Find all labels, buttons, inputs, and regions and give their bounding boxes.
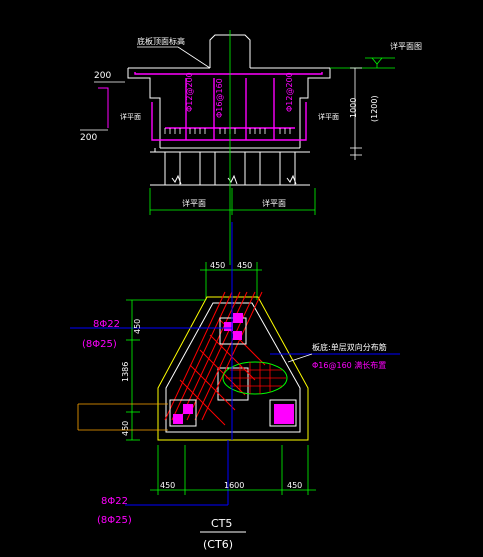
plan-bottom-dim (150, 445, 316, 495)
section-height-dim-1: 1000 (349, 98, 358, 118)
section-view: 底板顶面标高 详平面图 200 200 Φ12@200 Φ16@160 Φ12@… (80, 30, 422, 265)
plan-bottom-dim-right: 450 (287, 481, 302, 490)
pile-bottom-left (169, 399, 197, 427)
pile-top (219, 313, 247, 345)
plan-rebar-bottom-1: 8Φ22 (101, 496, 128, 507)
section-label-inner-left: 详平面 (120, 112, 141, 121)
plan-rebar-bottom-2: (8Φ25) (97, 515, 132, 526)
plan-rebar-top-1: 8Φ22 (93, 319, 120, 330)
plan-view: 450 450 (70, 222, 400, 551)
plan-top-dim-left: 450 (210, 261, 225, 270)
section-label-inner-right: 详平面 (318, 112, 339, 121)
column-outline (217, 367, 249, 401)
pile-bottom-right (269, 399, 297, 427)
rebar-callout-bracket (77, 403, 168, 431)
section-rebar-left: Φ12@200 (185, 72, 194, 112)
section-rebar-ticks (164, 128, 291, 134)
plan-rebar-top-2: (8Φ25) (82, 339, 117, 350)
plan-top-dim-right: 450 (237, 261, 252, 270)
section-bottom-label-left: 详平面 (182, 198, 206, 208)
diagonal-rebar-strip (164, 291, 266, 426)
section-left-dim-top: 200 (94, 71, 111, 81)
plan-axes (70, 222, 400, 506)
section-bottom-label-right: 详平面 (262, 198, 286, 208)
section-top-note: 底板顶面标高 (137, 36, 185, 46)
plan-left-dim-top: 450 (133, 319, 142, 334)
plan-note-2: Φ16@160 满长布置 (312, 360, 386, 370)
distribution-zone (222, 361, 288, 395)
section-outline (127, 34, 331, 186)
plan-left-dim-bottom: 450 (121, 421, 130, 436)
plan-title-1: CT5 (211, 517, 232, 530)
section-height-dim (350, 67, 362, 160)
level-marker (365, 57, 395, 68)
plan-bottom-dim-mid: 1600 (224, 481, 244, 490)
left-rebar-hook (98, 87, 109, 128)
plan-note-1: 板底:单层双向分布筋 (312, 342, 387, 352)
section-rebar-right: Φ12@200 (285, 72, 294, 112)
pile-cap-inner-outline (165, 302, 301, 433)
section-height-dim-2: (1200) (370, 95, 379, 122)
section-right-note: 详平面图 (390, 41, 422, 51)
pile-cap-outline (157, 296, 309, 441)
plan-left-dim (126, 299, 205, 441)
plan-left-dim-mid: 1386 (121, 362, 130, 382)
plan-title-2: (CT6) (203, 538, 233, 551)
section-bottom-dim (149, 188, 316, 215)
section-left-dim-bottom: 200 (80, 133, 97, 143)
plan-bottom-dim-left: 450 (160, 481, 175, 490)
section-rebar-mid: Φ16@160 (215, 78, 224, 118)
